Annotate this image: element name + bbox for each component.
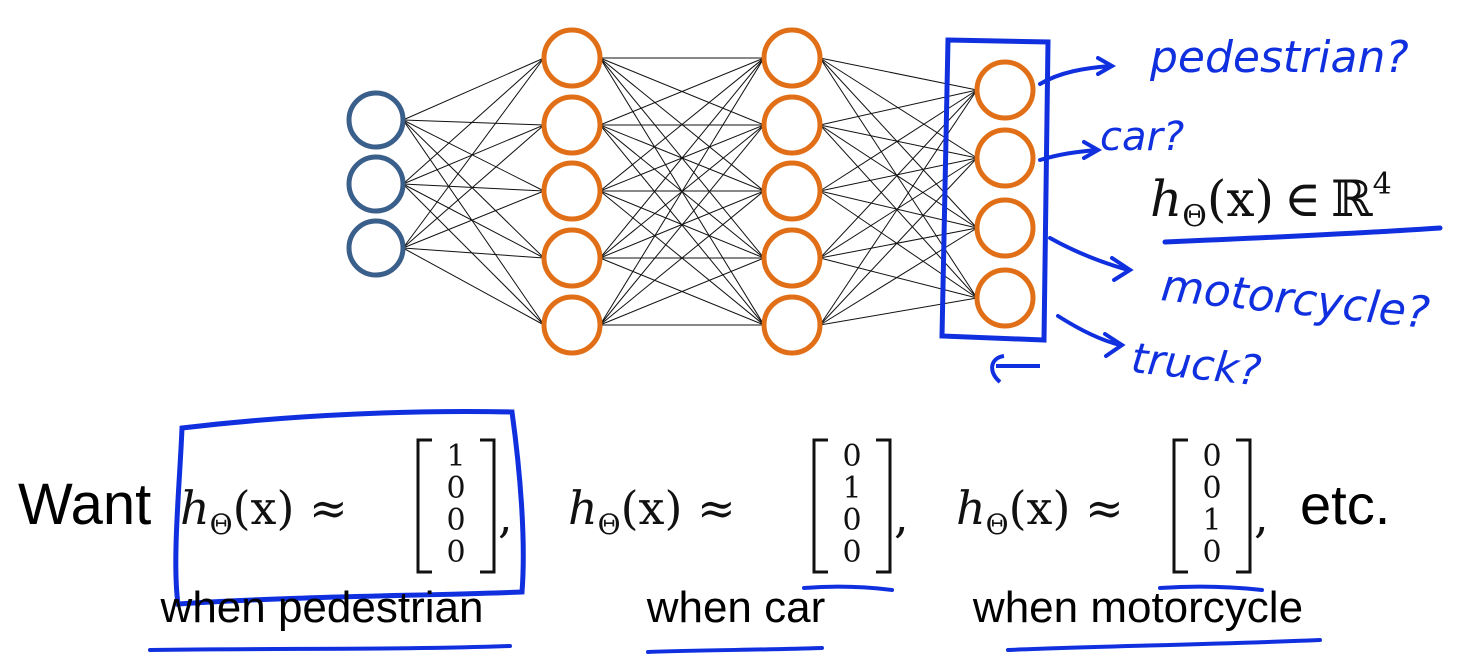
- when-motorcycle: when motorcycle: [972, 583, 1303, 632]
- label-truck: truck?: [1129, 333, 1263, 395]
- svg-text:,: ,: [498, 489, 513, 543]
- connection-l1-4-1: [599, 124, 765, 326]
- connection-l2-1-1: [819, 124, 978, 159]
- output-layer-box: [939, 37, 1051, 343]
- target-3-underline: [1158, 584, 1264, 592]
- connection-l2-4-2: [819, 227, 978, 326]
- connection-l0-2-4: [402, 247, 545, 326]
- connection-l1-1-0: [599, 57, 765, 126]
- connection-l0-2-0: [402, 57, 545, 249]
- connection-l2-0-3: [819, 57, 978, 299]
- connection-l0-1-1: [402, 124, 545, 185]
- connection-l0-2-2: [402, 190, 545, 249]
- connection-l2-1-2: [819, 124, 978, 229]
- when-car-underline: [646, 646, 824, 654]
- connection-l1-4-3: [599, 257, 765, 326]
- hidden1-neuron-5: [541, 294, 603, 356]
- svg-text:hΘ(x) ≈: hΘ(x) ≈: [568, 481, 736, 541]
- connection-l0-1-0: [402, 57, 545, 185]
- hidden2-neuron-5: [761, 294, 823, 356]
- connection-l0-0-4: [402, 119, 545, 326]
- connection-l0-2-1: [402, 124, 545, 249]
- when-pedestrian-underline: [148, 644, 512, 652]
- connection-l1-2-0: [599, 57, 765, 192]
- connection-l2-3-2: [819, 227, 978, 259]
- etc-text: etc.: [1300, 473, 1390, 536]
- connection-l2-1-0: [819, 89, 978, 126]
- label-car: car?: [1100, 114, 1184, 160]
- connection-l0-0-1: [402, 119, 545, 126]
- network-connections: [402, 57, 978, 326]
- want-label: Want: [18, 472, 151, 537]
- target-1-box: [173, 409, 526, 607]
- input-neuron-2: [346, 154, 406, 214]
- output-arrows: [1038, 56, 1134, 358]
- svg-text:,: ,: [894, 489, 909, 543]
- connection-l0-1-4: [402, 183, 545, 326]
- connection-l1-4-2: [599, 190, 765, 326]
- connection-l2-4-0: [819, 89, 978, 326]
- connection-l1-4-0: [599, 57, 765, 326]
- hidden2-neuron-4: [761, 227, 823, 289]
- input-neuron-3: [346, 218, 406, 278]
- connection-l0-1-2: [402, 183, 545, 192]
- label-pedestrian: pedestrian?: [1149, 32, 1409, 83]
- connection-l2-3-3: [819, 257, 978, 299]
- when-pedestrian: when pedestrian: [160, 583, 484, 632]
- hidden1-neuron-4: [541, 227, 603, 289]
- label-motorcycle: motorcycle?: [1159, 260, 1432, 339]
- when-car: when car: [646, 583, 826, 632]
- hidden1-neuron-2: [541, 94, 603, 156]
- connection-l0-0-3: [402, 119, 545, 259]
- connection-l0-0-0: [402, 57, 545, 121]
- hidden1-neuron-3: [541, 160, 603, 222]
- output-neuron-4: [974, 267, 1036, 329]
- connection-l2-2-3: [819, 190, 978, 299]
- connection-l2-2-2: [819, 190, 978, 229]
- svg-text:hΘ(x) ≈: hΘ(x) ≈: [956, 481, 1124, 541]
- connection-l2-4-3: [819, 297, 978, 326]
- connection-l0-2-3: [402, 247, 545, 259]
- hidden2-neuron-2: [761, 94, 823, 156]
- connection-l2-4-1: [819, 157, 978, 326]
- connection-l2-1-3: [819, 124, 978, 299]
- hidden2-neuron-3: [761, 160, 823, 222]
- hidden1-neuron-1: [541, 27, 603, 89]
- connection-l2-0-2: [819, 57, 978, 229]
- output-layer-marker: [990, 354, 1040, 384]
- input-neuron-1: [346, 90, 406, 150]
- output-neuron-3: [974, 197, 1036, 259]
- hypothesis-formula: hΘ(x)∈ℝ4: [1150, 167, 1392, 234]
- svg-text:hΘ(x) ≈: hΘ(x) ≈: [180, 481, 348, 541]
- network-neurons: [346, 27, 1036, 356]
- hidden2-neuron-1: [761, 27, 823, 89]
- svg-text:,: ,: [1254, 489, 1269, 543]
- target-2-underline: [802, 584, 894, 592]
- when-motorcycle-underline: [1006, 638, 1322, 652]
- hypothesis-underline: [1162, 225, 1443, 245]
- connection-l0-1-3: [402, 183, 545, 259]
- connection-l1-3-0: [599, 57, 765, 259]
- connection-l2-3-0: [819, 89, 978, 259]
- connection-l2-2-0: [819, 89, 978, 192]
- output-neuron-2: [974, 127, 1036, 189]
- connection-l2-0-0: [819, 57, 978, 91]
- output-neuron-1: [974, 59, 1036, 121]
- connection-l0-0-2: [402, 119, 545, 192]
